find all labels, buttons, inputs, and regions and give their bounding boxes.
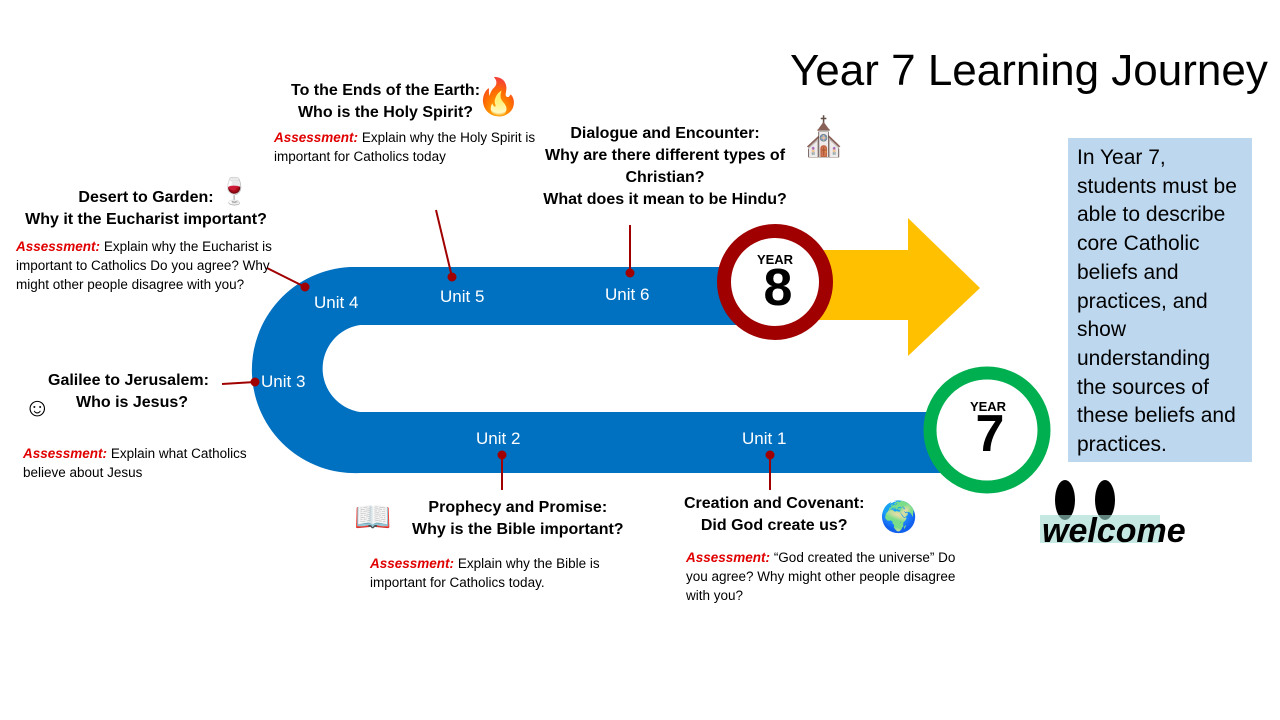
unit-2-assessment: Assessment: Explain why the Bible is imp… — [370, 556, 600, 590]
unit-5-label: Unit 5 — [440, 287, 485, 306]
year7-circle — [923, 366, 1051, 494]
year8-circle — [717, 224, 833, 340]
church-icon: ⛪ — [800, 117, 848, 159]
unit-4-heading: Desert to Garden:Why it the Eucharist im… — [25, 189, 267, 228]
year7-label: YEAR — [969, 399, 1007, 414]
unit-5-assessment: Assessment: Explain why the Holy Spirit … — [274, 130, 536, 164]
unit-6-heading: Dialogue and Encounter:Why are there dif… — [543, 125, 787, 208]
page-title: Year 7 Learning Journey — [790, 46, 1268, 95]
unit-3-label: Unit 3 — [261, 372, 306, 391]
unit-5-heading: To the Ends of the Earth:Who is the Holy… — [290, 82, 481, 121]
year8-label: YEAR — [756, 252, 794, 267]
unit-6-label: Unit 6 — [605, 285, 650, 304]
unit-1-label: Unit 1 — [742, 429, 787, 448]
unit-3-heading: Galilee to Jerusalem:Who is Jesus? — [48, 372, 209, 411]
chalice-bread-icon: 🍷 — [218, 176, 251, 206]
summary-note: In Year 7, students must be able to desc… — [1068, 138, 1252, 462]
unit-2-heading: Prophecy and Promise:Why is the Bible im… — [412, 499, 624, 538]
flame-icon: 🔥 — [476, 76, 521, 117]
jesus-icon: ☺ — [24, 392, 51, 422]
globe-icon: 🌍 — [880, 501, 918, 534]
unit-4-assessment: Assessment: Explain why the Eucharist is… — [16, 239, 272, 292]
year7-number: 7 — [975, 405, 1005, 463]
unit-4-label: Unit 4 — [314, 293, 359, 312]
bible-icon: 📖 — [354, 501, 392, 534]
unit-3-assessment: Assessment: Explain what Catholics belie… — [23, 446, 247, 480]
welcome-logo: welcome — [1042, 512, 1186, 550]
unit-2-label: Unit 2 — [476, 429, 521, 448]
arrow-forward — [818, 218, 980, 356]
unit-1-heading: Creation and Covenant:Did God create us? — [684, 495, 865, 534]
footprints-icon — [1040, 480, 1160, 543]
unit-1-assessment: Assessment: “God created the universe” D… — [686, 550, 956, 603]
year8-number: 8 — [763, 259, 793, 317]
